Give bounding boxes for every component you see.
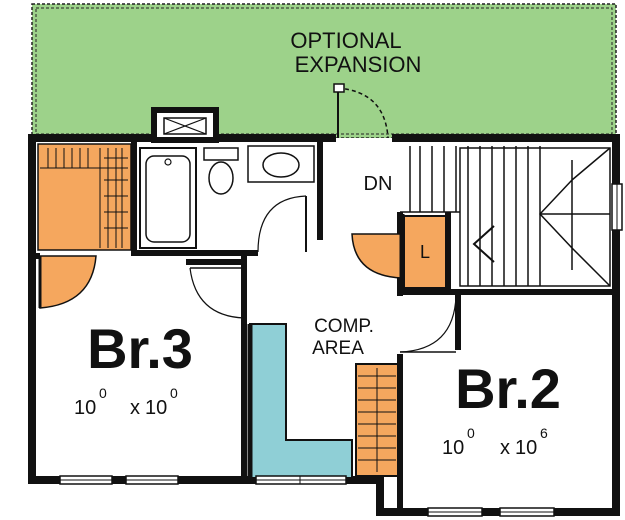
br3-name: Br.3: [87, 317, 193, 380]
br3-door: [188, 263, 245, 319]
window-stair: [611, 183, 623, 231]
window-br2-right: [499, 507, 555, 517]
optional-expansion-label-line2: EXPANSION: [295, 52, 422, 77]
window-br3-right: [125, 475, 179, 485]
svg-text:x: x: [130, 397, 140, 419]
bathtub: [139, 147, 197, 249]
expansion-door-swing: [333, 83, 389, 139]
br2-door: [399, 295, 457, 353]
window-comp-area: [255, 475, 347, 485]
br2-dimensions: 10 0 x 10 6: [442, 425, 548, 459]
optional-expansion-label-line1: OPTIONAL: [290, 28, 401, 53]
svg-text:10: 10: [442, 437, 464, 459]
optional-expansion-area: [31, 3, 617, 139]
closet-br2: [355, 363, 399, 477]
closet-br3: [37, 143, 132, 309]
svg-text:6: 6: [540, 425, 548, 441]
br3-dimensions: 10 0 x 10 0: [74, 385, 178, 419]
stairs-down-label: DN: [364, 173, 393, 195]
svg-text:10: 10: [515, 437, 537, 459]
svg-text:x: x: [500, 437, 510, 459]
svg-text:0: 0: [467, 425, 475, 441]
svg-text:10: 10: [74, 397, 96, 419]
comp-area-label-line2: AREA: [312, 338, 364, 359]
br2-name: Br.2: [455, 357, 561, 420]
svg-text:0: 0: [99, 385, 107, 401]
comp-area-label-line1: COMP.: [314, 316, 374, 337]
bath-door: [257, 195, 307, 253]
linen-closet-label: L: [420, 242, 430, 262]
window-br2-left: [427, 507, 483, 517]
svg-text:10: 10: [145, 397, 167, 419]
linen-closet: [351, 212, 451, 294]
bath-vanity: [247, 145, 315, 183]
svg-text:0: 0: [170, 385, 178, 401]
toilet: [203, 147, 239, 195]
window-br3-left: [59, 475, 113, 485]
staircase: [400, 146, 611, 287]
exhaust-vent: [151, 107, 219, 143]
